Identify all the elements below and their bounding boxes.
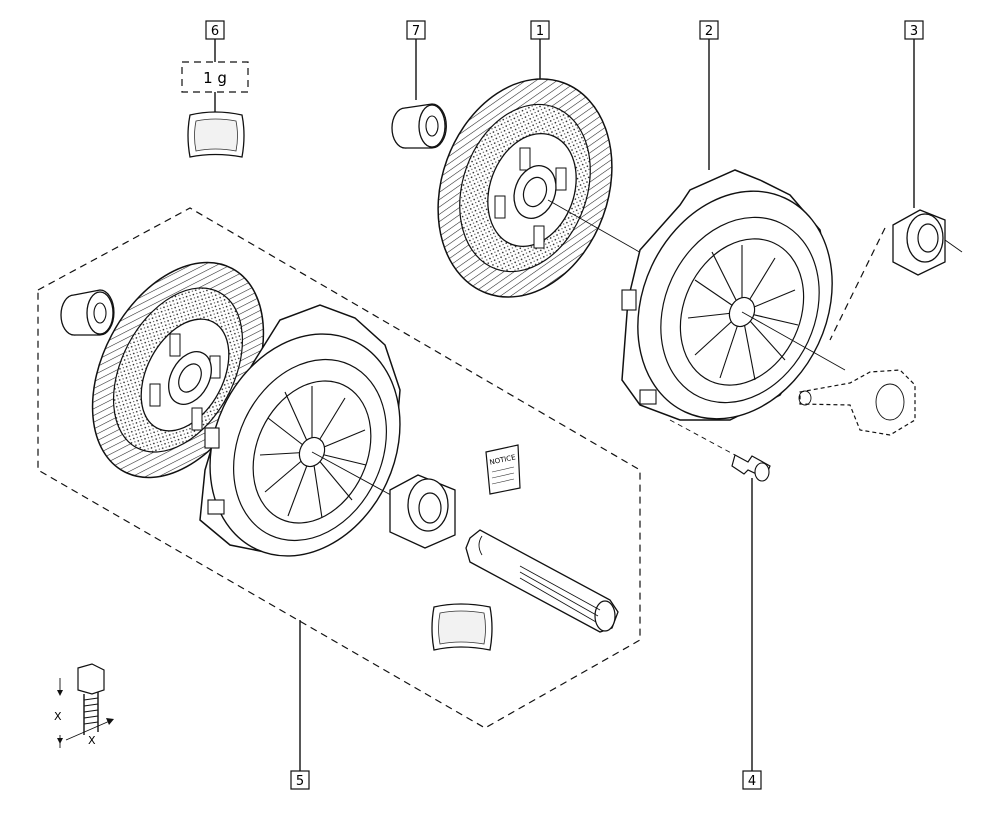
- callout-1-label: 1: [536, 24, 544, 39]
- clutch-disc-upper: [437, 78, 613, 298]
- damper-springs-kit: [149, 333, 221, 431]
- callout-3: 3: [904, 20, 924, 208]
- callout-4: 4: [742, 478, 762, 790]
- release-bearing-kit: [389, 474, 456, 549]
- callout-5-label: 5: [296, 774, 304, 789]
- callout-6: 6: [205, 20, 225, 62]
- callout-3-label: 3: [910, 24, 918, 39]
- grease-sachet-icon: [187, 111, 245, 158]
- callout-1: 1: [530, 20, 550, 80]
- grease-sachet-kit: [431, 603, 493, 651]
- pressure-plate-kit: [199, 304, 401, 557]
- pilot-bushing-upper: [391, 103, 447, 149]
- bolt-part-4: [669, 419, 771, 482]
- callout-7-label: 7: [412, 24, 420, 39]
- callout-2: 2: [699, 20, 719, 170]
- fork-guide-dashed: [829, 227, 886, 341]
- axis-line-kit: [311, 451, 401, 501]
- pressure-plate-upper: [621, 169, 833, 421]
- callout-7: 7: [406, 20, 426, 100]
- torque-axis-symbol: X X: [54, 663, 114, 748]
- callout-6-label: 6: [211, 24, 219, 39]
- release-fork-upper: [798, 369, 916, 436]
- kit-boundary-dashed: [37, 207, 641, 729]
- axis-line-upper: [547, 199, 651, 259]
- pilot-bushing-kit: [60, 289, 115, 336]
- release-bearing-upper: [892, 209, 963, 276]
- callout-5: 5: [290, 620, 310, 790]
- torque-axis-label-x2: X: [88, 734, 96, 747]
- alignment-tool-kit: [465, 529, 619, 633]
- axis-line-plate: [741, 311, 846, 371]
- callout-4-label: 4: [748, 774, 756, 789]
- grease-quantity-box: 1 g: [181, 61, 249, 112]
- notice-booklet-kit: NOTICE: [485, 444, 521, 495]
- damper-springs-upper: [494, 147, 567, 249]
- grease-quantity-label: 1 g: [203, 69, 227, 87]
- callout-2-label: 2: [705, 24, 713, 39]
- torque-axis-label-x1: X: [54, 710, 62, 723]
